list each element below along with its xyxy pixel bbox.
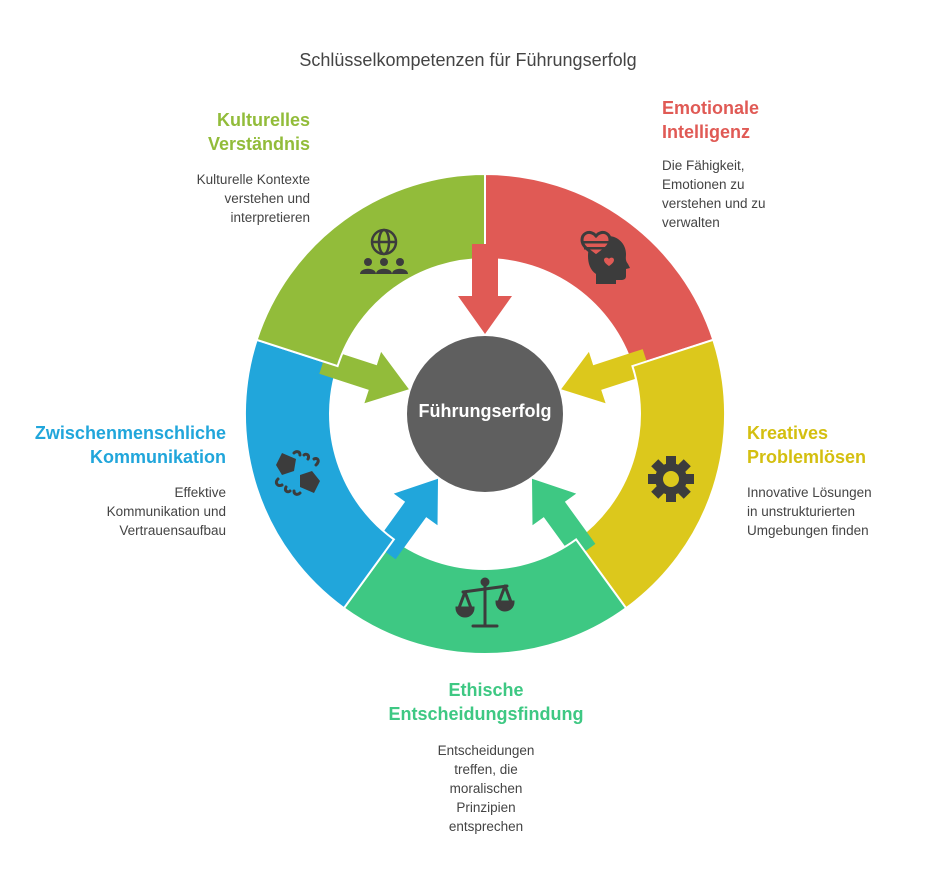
title-line: Verständnis <box>207 134 310 154</box>
desc-line: in unstrukturierten <box>747 504 856 519</box>
title-line: Entscheidungsfindung <box>388 704 584 724</box>
ring-arrow <box>532 478 596 560</box>
ring-segment-interpersonal-communication <box>243 338 396 610</box>
title-line: Kulturelles <box>216 110 310 130</box>
segment-desc-interpersonal-communication: Effektive Kommunikation und Vertrauensau… <box>26 483 226 540</box>
heart-head-icon <box>580 230 630 284</box>
title-line: Emotionale <box>662 98 760 118</box>
title-line: Zwischenmenschliche <box>34 423 226 443</box>
desc-line: verstehen und <box>224 191 310 206</box>
title-line: Kommunikation <box>89 447 226 467</box>
segment-title-creative-problem-solving: Kreatives Problemlösen <box>747 421 866 469</box>
title-line: Problemlösen <box>747 447 867 467</box>
segment-desc-cultural-understanding: Kulturelle Kontexte verstehen und interp… <box>110 170 310 227</box>
segment-title-emotional-intelligence: Emotionale Intelligenz <box>662 96 759 144</box>
desc-line: treffen, die <box>454 762 518 777</box>
segment-title-cultural-understanding: Kulturelles Verständnis <box>110 108 310 156</box>
ring-arrow <box>458 244 512 334</box>
desc-line: Kommunikation und <box>106 504 226 519</box>
title-line: Intelligenz <box>662 122 751 142</box>
desc-line: moralischen <box>449 781 523 796</box>
desc-line: interpretieren <box>230 210 310 225</box>
center-label: Führungserfolg <box>418 401 552 421</box>
center-circle <box>407 336 563 492</box>
segment-desc-ethical-decision-making: Entscheidungen treffen, die moralischen … <box>386 741 586 836</box>
desc-line: Effektive <box>174 485 226 500</box>
globe-people-icon <box>360 228 408 274</box>
scale-icon <box>455 577 515 628</box>
gear-tooth <box>666 456 676 466</box>
segment-desc-creative-problem-solving: Innovative Lösungen in unstrukturierten … <box>747 483 872 540</box>
gear-icon <box>648 456 694 502</box>
segment-title-ethical-decision-making: Ethische Entscheidungsfindung <box>336 678 636 726</box>
ring-arrow <box>561 349 651 404</box>
segment-desc-emotional-intelligence: Die Fähigkeit, Emotionen zu verstehen un… <box>662 156 766 232</box>
desc-line: Vertrauensaufbau <box>119 523 226 538</box>
title-line: Kreatives <box>747 423 829 443</box>
title-line: Ethische <box>448 680 524 700</box>
desc-line: verstehen und zu <box>662 196 766 211</box>
ring-arrow <box>319 349 409 404</box>
desc-line: Die Fähigkeit, <box>662 158 745 173</box>
desc-line: Entscheidungen <box>437 743 535 758</box>
handshake-icon <box>274 450 320 496</box>
diagram-title: Schlüsselkompetenzen für Führungserfolg <box>299 50 637 70</box>
desc-line: verwalten <box>662 215 720 230</box>
gear-tooth <box>666 492 676 502</box>
desc-line: Prinzipien <box>456 800 516 815</box>
segment-title-interpersonal-communication: Zwischenmenschliche Kommunikation <box>10 421 226 469</box>
desc-line: Innovative Lösungen <box>747 485 872 500</box>
desc-line: Umgebungen finden <box>747 523 869 538</box>
desc-line: entsprechen <box>448 819 524 834</box>
desc-line: Emotionen zu <box>662 177 745 192</box>
desc-line: Kulturelle Kontexte <box>196 172 310 187</box>
